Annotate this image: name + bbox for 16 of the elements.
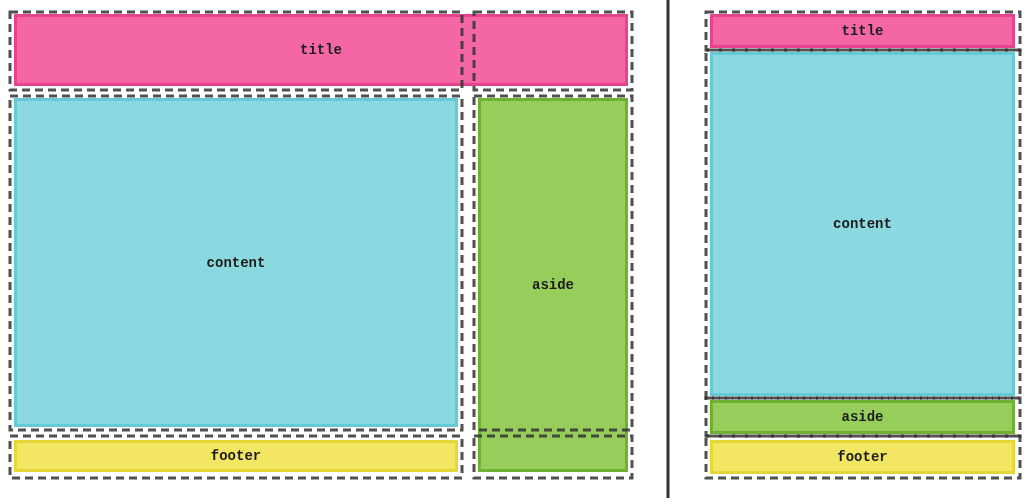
grid-area — [14, 98, 458, 427]
area-label: aside — [532, 277, 574, 293]
grid-area — [14, 440, 458, 472]
grid-area — [14, 14, 628, 86]
area-label: footer — [837, 449, 888, 465]
grid-area — [710, 14, 1015, 48]
area-label: footer — [210, 448, 262, 464]
area-label: aside — [841, 409, 884, 425]
grid-area — [710, 440, 1015, 474]
area-label: content — [833, 216, 892, 232]
area-label: title — [300, 42, 342, 58]
area-label: content — [206, 254, 266, 271]
grid-area — [478, 98, 628, 472]
area-label: title — [841, 23, 884, 39]
grid-area — [710, 400, 1015, 434]
grid-area — [710, 52, 1015, 396]
